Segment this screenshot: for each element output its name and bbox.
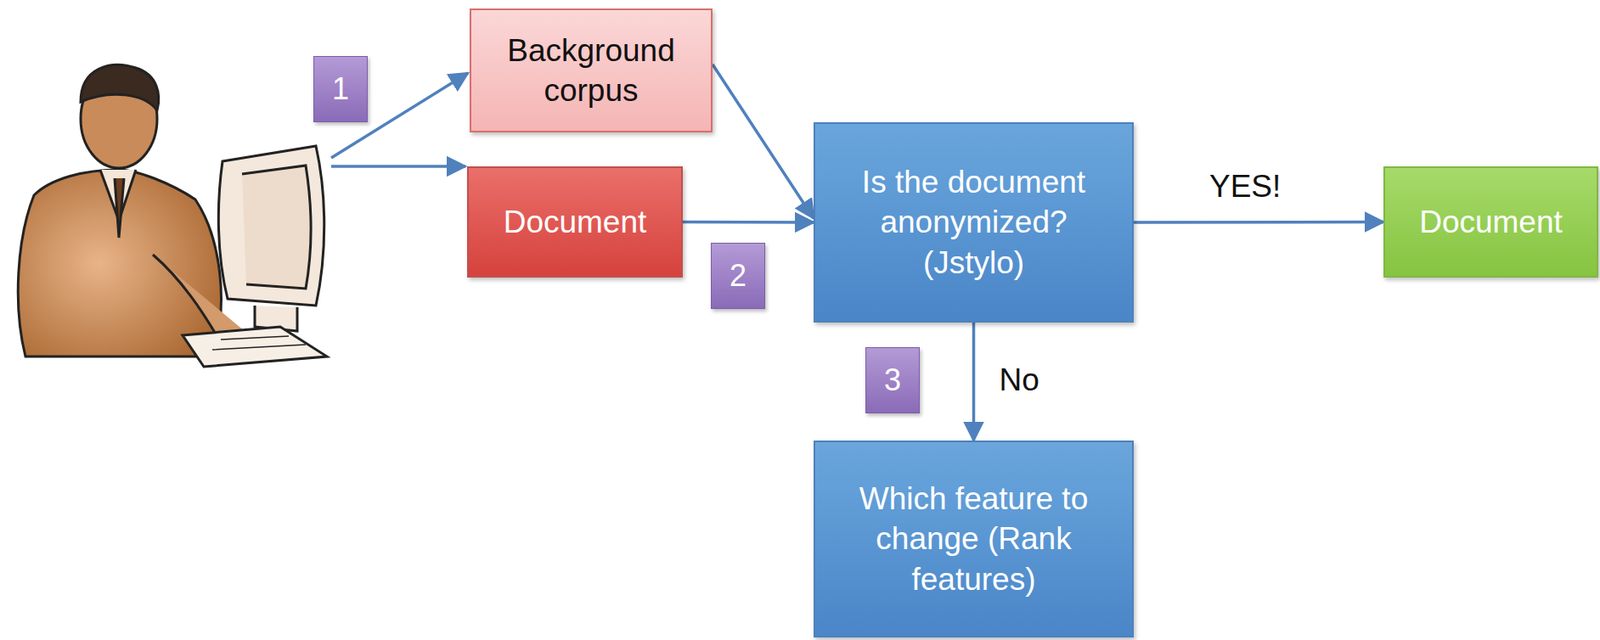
connector-arrow bbox=[1133, 220, 1384, 225]
document-box: Document bbox=[467, 166, 683, 278]
decision-box: Is the document anonymized? (Jstylo) bbox=[813, 122, 1134, 323]
callout-number: 2 bbox=[710, 242, 766, 310]
edge-label: No bbox=[999, 363, 1040, 399]
connector-arrow bbox=[712, 64, 814, 220]
input-arrow bbox=[331, 164, 466, 169]
connector-arrow bbox=[972, 322, 976, 441]
corpus-box: Background corpus bbox=[469, 8, 713, 133]
edge-label: YES! bbox=[1209, 169, 1281, 205]
callout-number: 3 bbox=[865, 347, 920, 414]
callout-number: 1 bbox=[313, 56, 368, 123]
node-text: Which feature to change (Rank features) bbox=[815, 473, 1133, 605]
process-box: Which feature to change (Rank features) bbox=[813, 440, 1134, 638]
person bbox=[17, 64, 327, 367]
node-text: Is the document anonymized? (Jstylo) bbox=[815, 157, 1133, 288]
node-text: Background corpus bbox=[471, 25, 711, 117]
output-document-box: Document bbox=[1383, 166, 1599, 278]
node-text: Document bbox=[1407, 197, 1575, 248]
connector-arrow bbox=[682, 220, 814, 225]
node-text: Document bbox=[491, 197, 660, 248]
